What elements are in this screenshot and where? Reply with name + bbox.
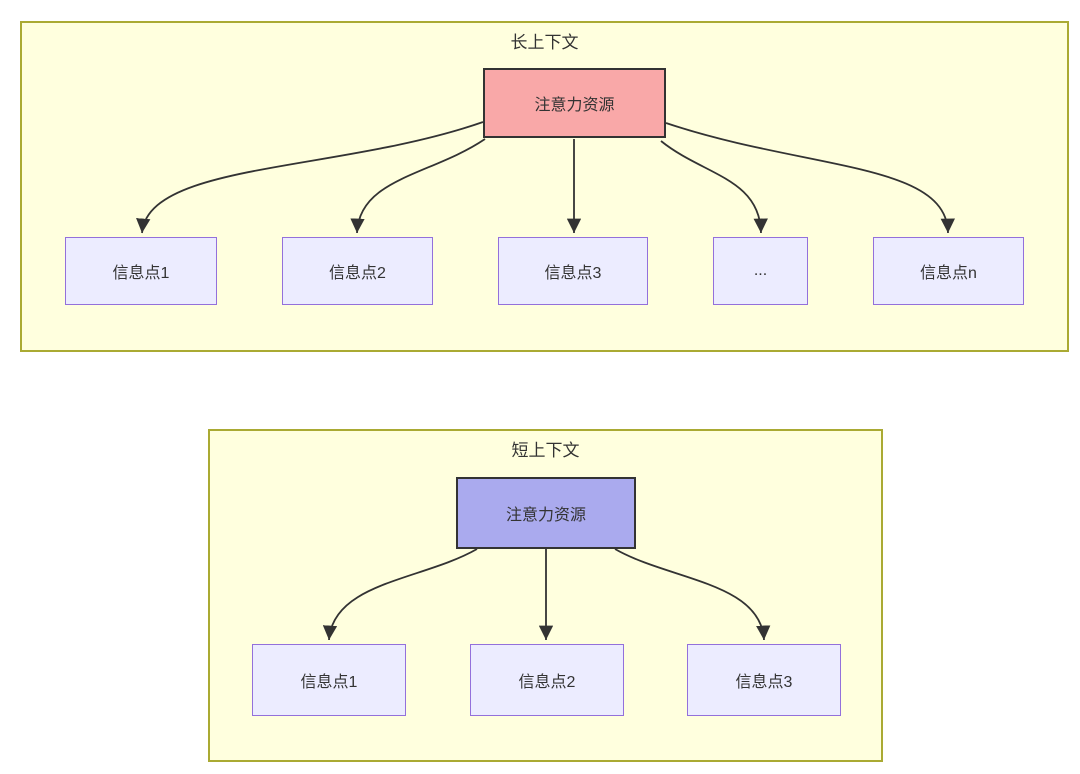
long-attention-node: 注意力资源 xyxy=(483,68,666,138)
long-info-node-n: 信息点n xyxy=(873,237,1024,305)
long-attention-label: 注意力资源 xyxy=(534,97,615,114)
short-attention-node: 注意力资源 xyxy=(456,477,636,549)
long-info-label-ellipsis: ... xyxy=(753,262,768,279)
short-info-label-2: 信息点2 xyxy=(518,674,576,691)
long-info-node-1: 信息点1 xyxy=(65,237,217,305)
short-context-title: 短上下文 xyxy=(511,441,580,460)
short-info-node-1: 信息点1 xyxy=(252,644,406,716)
long-context-title: 长上下文 xyxy=(510,33,579,52)
long-info-label-1: 信息点1 xyxy=(112,265,170,282)
short-info-node-3: 信息点3 xyxy=(687,644,841,716)
long-info-label-3: 信息点3 xyxy=(544,265,602,282)
short-info-node-2: 信息点2 xyxy=(470,644,624,716)
short-attention-label: 注意力资源 xyxy=(505,507,586,524)
long-info-label-n: 信息点n xyxy=(920,265,977,282)
short-info-label-3: 信息点3 xyxy=(735,674,793,691)
long-info-label-2: 信息点2 xyxy=(329,265,386,282)
long-info-node-ellipsis: ... xyxy=(713,237,808,305)
long-info-node-3: 信息点3 xyxy=(498,237,648,305)
short-info-label-1: 信息点1 xyxy=(300,674,358,691)
long-info-node-2: 信息点2 xyxy=(282,237,433,305)
